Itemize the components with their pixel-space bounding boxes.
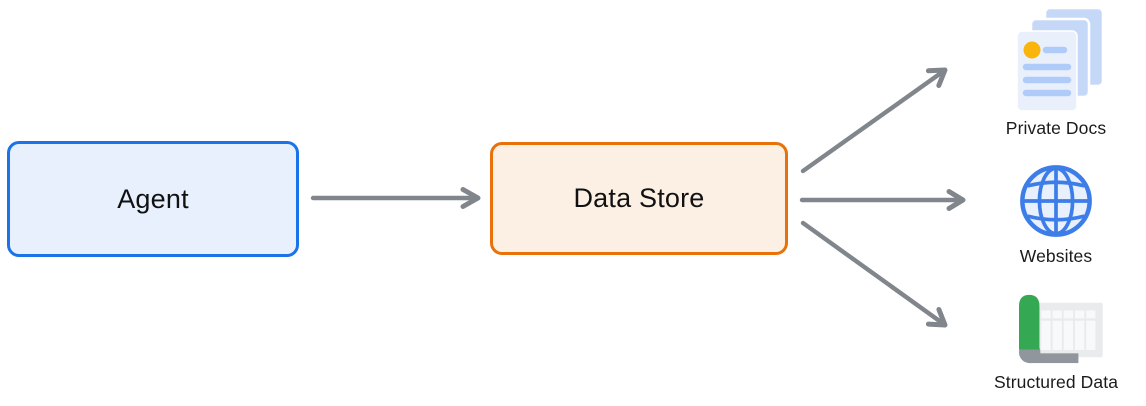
websites-label: Websites (1019, 246, 1093, 266)
private-docs-label: Private Docs (1005, 118, 1107, 138)
spreadsheet-scroll-icon (1019, 294, 1103, 364)
node-agent-label: Agent (117, 183, 189, 214)
globe-icon (1020, 165, 1092, 237)
arrow-data-store-to-structured-data (800, 220, 948, 328)
target-private-docs: Private Docs (974, 8, 1138, 139)
target-websites: Websites (974, 162, 1138, 267)
arrow-agent-to-data-store (310, 187, 481, 209)
documents-stack-icon (1017, 8, 1105, 112)
node-agent: Agent (7, 141, 299, 257)
node-data-store-label: Data Store (573, 183, 705, 213)
node-data-store: Data Store (490, 142, 788, 255)
target-structured-data: Structured Data (974, 292, 1138, 393)
arrow-data-store-to-private-docs (800, 67, 948, 174)
structured-data-label: Structured Data (993, 372, 1119, 392)
arrow-data-store-to-websites (799, 189, 966, 211)
